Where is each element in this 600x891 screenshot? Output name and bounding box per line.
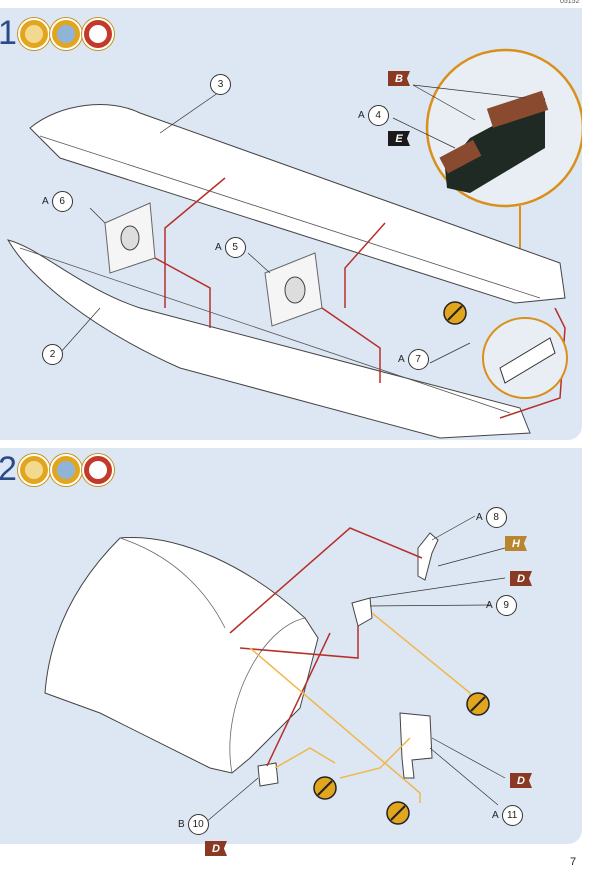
label-part-3: 3 — [210, 74, 231, 95]
product-code: 05152 — [560, 0, 580, 5]
assembly-line-2 — [154, 257, 211, 328]
part-11 — [399, 712, 433, 779]
cutter-icon — [18, 454, 50, 486]
step-1-drawing — [6, 48, 582, 439]
stern-hull — [44, 537, 319, 774]
assembly-line-h — [229, 527, 423, 634]
assembly-line-1 — [164, 177, 226, 308]
page-number: 7 — [570, 856, 577, 868]
part-7-railing — [499, 337, 556, 384]
assembly-line-9 — [239, 626, 359, 659]
step-2-drawing — [44, 515, 506, 825]
part-8 — [417, 532, 439, 581]
guide-line-1 — [371, 612, 471, 703]
clock-icon — [82, 18, 114, 50]
flag-h: H — [505, 536, 527, 551]
step-1-panel: 1 — [0, 8, 582, 440]
flag-d-2: D — [510, 773, 532, 788]
flag-e: E — [388, 131, 410, 146]
clock-icon — [82, 454, 114, 486]
flag-d-1: D — [510, 571, 532, 586]
assembly-line-10 — [266, 632, 331, 767]
step-2-panel: 2 — [0, 448, 582, 856]
guide-line-2 — [249, 647, 421, 803]
part-4-railing-detail — [445, 98, 545, 193]
hull-half-3 — [29, 104, 566, 304]
cutter-icon — [18, 18, 50, 50]
assembly-line-3 — [344, 222, 386, 308]
part-10 — [257, 762, 279, 787]
guide-line-3 — [274, 747, 336, 769]
flag-b: B — [388, 71, 410, 86]
step-2-number: 2 — [0, 450, 17, 488]
assembly-line-4 — [321, 307, 381, 383]
glue-icon — [50, 18, 82, 50]
hull-half-2 — [6, 239, 531, 439]
step-1-number: 1 — [0, 14, 17, 52]
part-b-block-2 — [486, 90, 549, 128]
label-part-2: 2 — [42, 344, 63, 365]
guide-line-4 — [339, 737, 411, 779]
glue-icon — [50, 454, 82, 486]
part-b-block-1 — [439, 139, 482, 174]
flag-d-3: D — [205, 841, 227, 856]
part-9 — [351, 597, 373, 627]
